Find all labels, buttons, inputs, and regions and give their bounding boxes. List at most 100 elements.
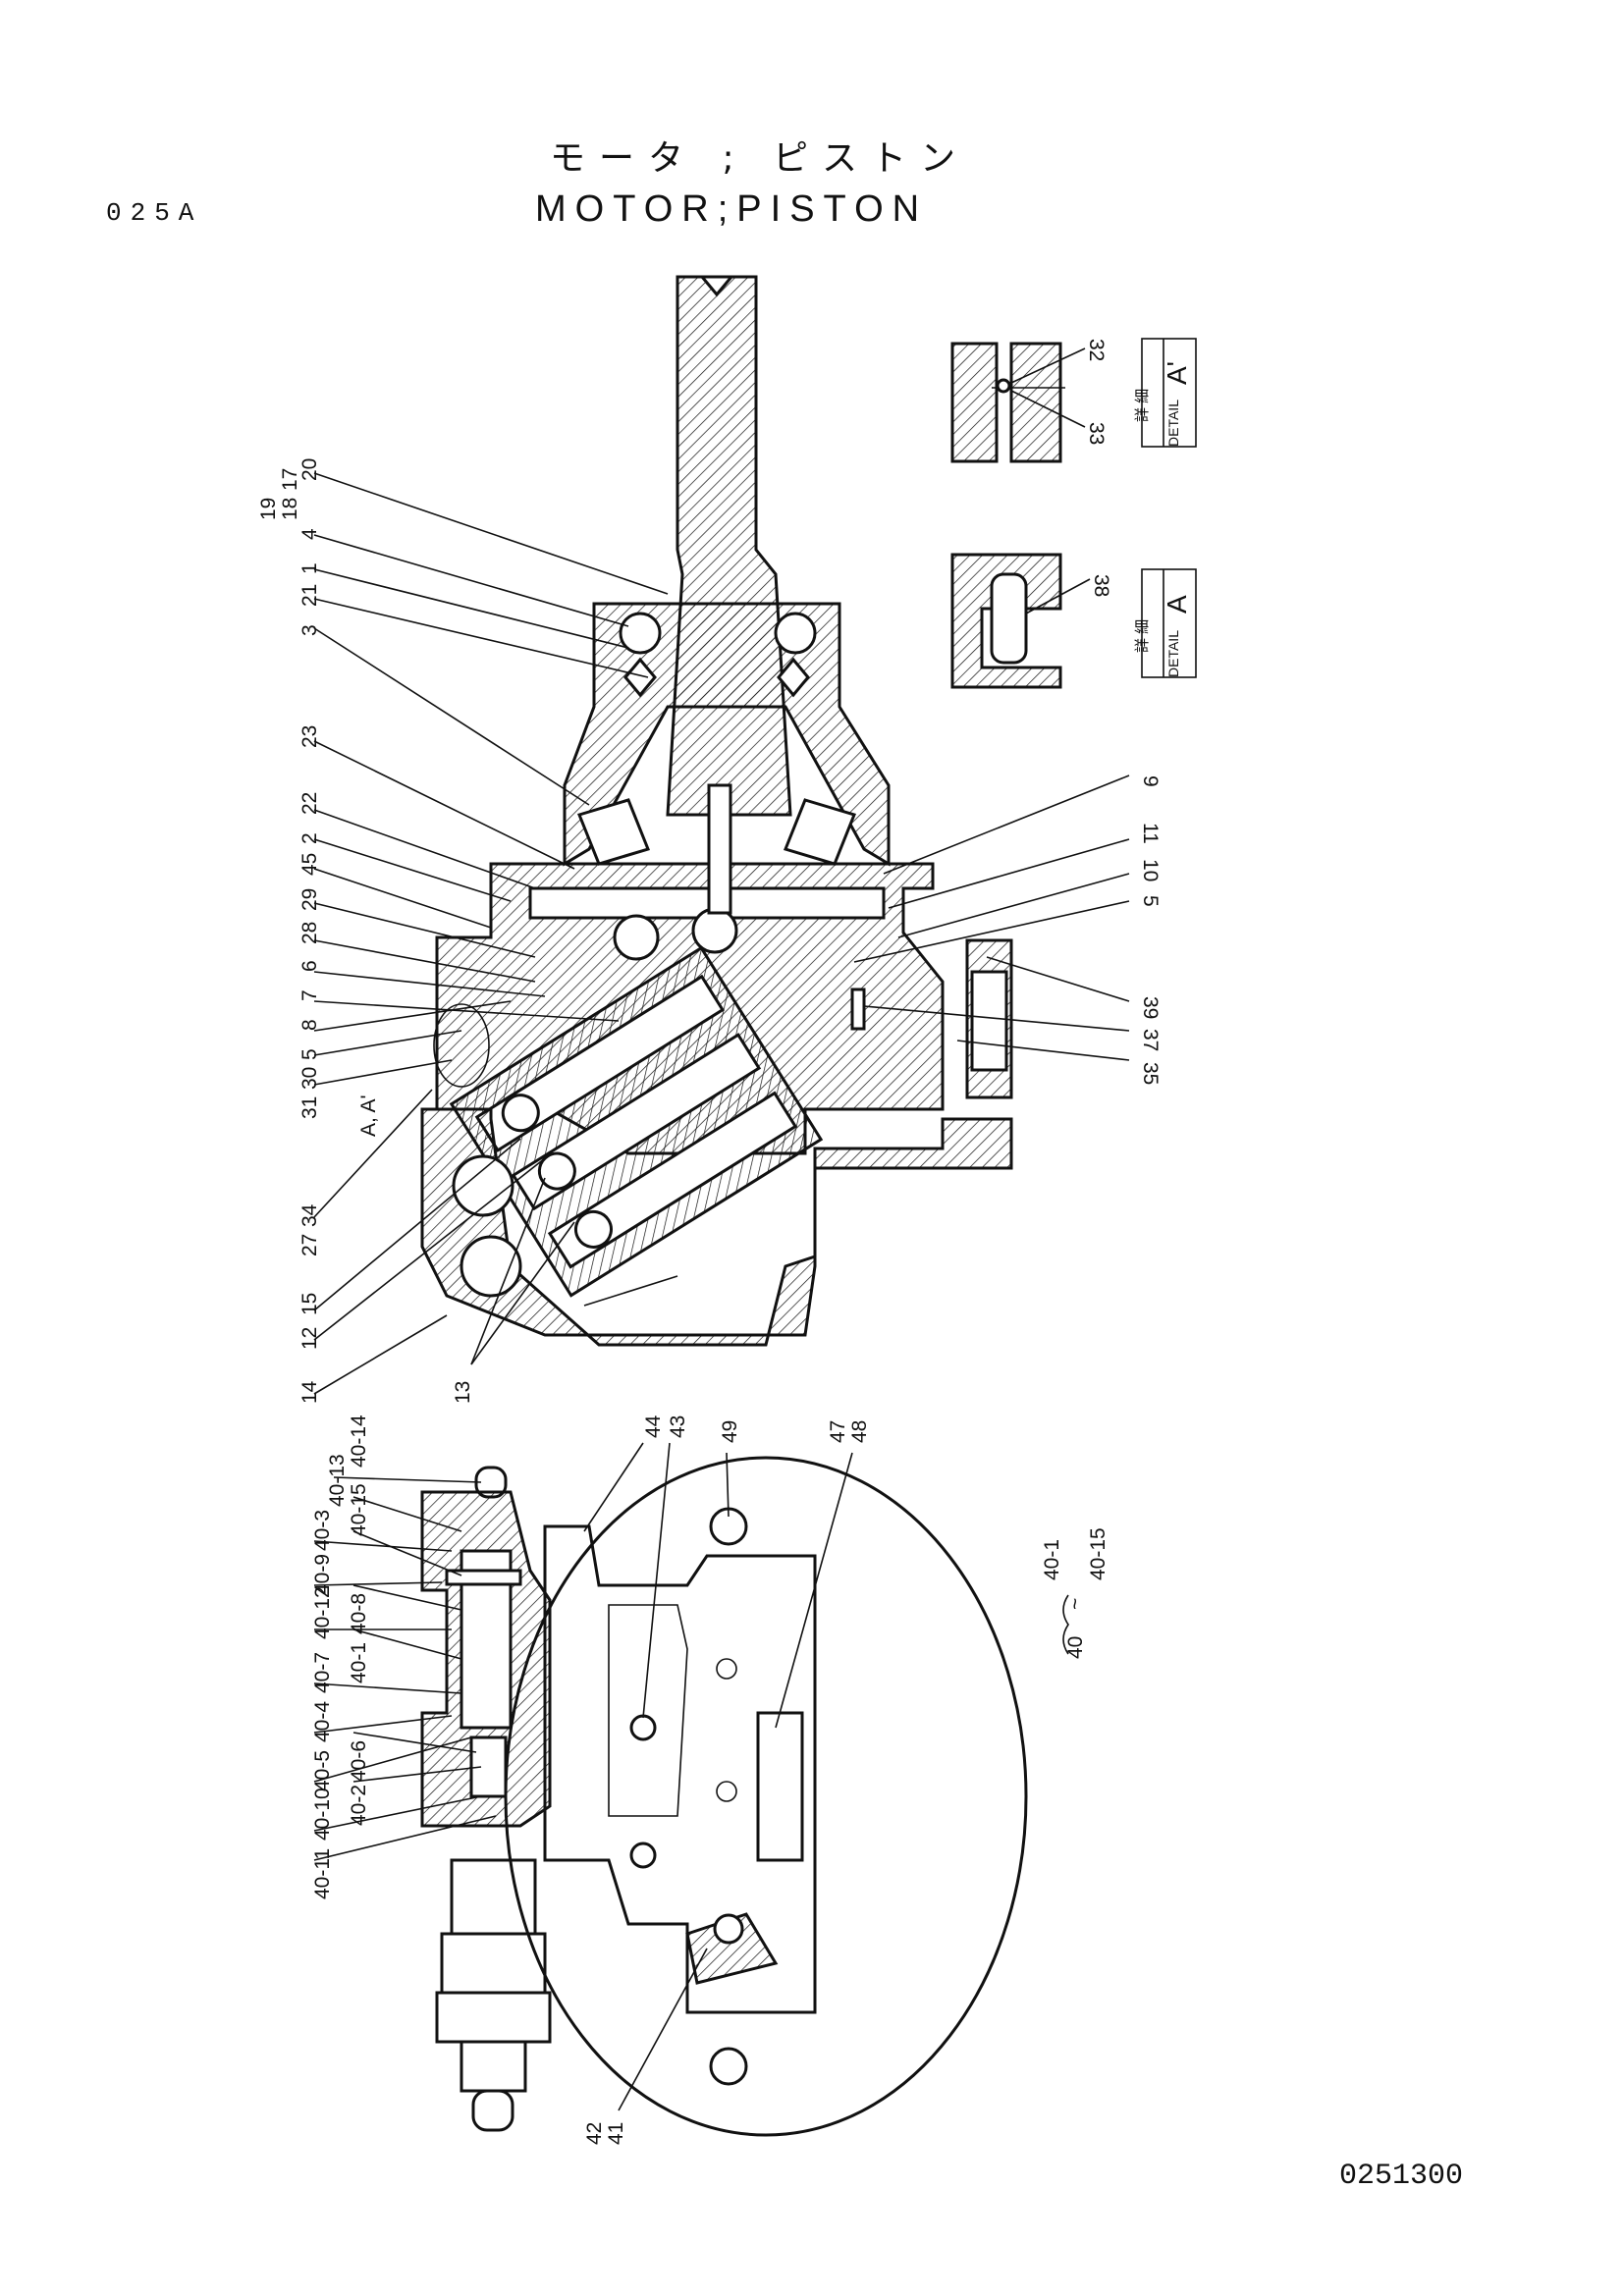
valve-callouts: 40-14 40-13 40-15 40-3 40-9 40-8 40-12 4… xyxy=(311,1415,871,2145)
callout: 27 xyxy=(298,1234,321,1256)
roller-bearing-right xyxy=(777,657,810,698)
callout: 31 xyxy=(298,1096,321,1119)
main-left-leaders xyxy=(313,472,669,1395)
callout: 41 xyxy=(605,2122,627,2145)
callout: 18 xyxy=(279,498,301,520)
detail-label-jp: 詳 細 xyxy=(1134,619,1151,653)
bolt-bottom xyxy=(709,2047,748,2086)
callout: 40-14 xyxy=(348,1415,370,1468)
valve-plate-casing xyxy=(420,1107,1013,1347)
end-cover-outline xyxy=(504,1456,1028,2137)
drain-line xyxy=(583,1275,678,1307)
callout: 40-6 xyxy=(348,1740,370,1782)
drawing-number: 0251300 xyxy=(1339,2160,1464,2193)
detail-mark: A xyxy=(1162,595,1192,614)
callout: 40-8 xyxy=(348,1593,370,1634)
callout: 19 xyxy=(257,498,280,520)
callout: 44 xyxy=(642,1415,665,1438)
detail-a: 38 詳 細 DETAIL A xyxy=(950,553,1197,689)
callout: 21 xyxy=(298,584,321,607)
callout: 49 xyxy=(719,1420,741,1443)
callout: 11 xyxy=(1139,823,1162,844)
callout: 35 xyxy=(1139,1062,1162,1085)
callout: 47 xyxy=(827,1420,849,1443)
output-shaft xyxy=(666,275,792,817)
roller-bearing-left xyxy=(623,657,657,698)
callout: 4 xyxy=(298,528,321,540)
callout: 39 xyxy=(1139,996,1162,1019)
group-number: 40 xyxy=(1064,1636,1087,1659)
callout: 40-11 xyxy=(311,1848,334,1899)
callout: 15 xyxy=(298,1293,321,1315)
port-upper xyxy=(452,1154,514,1217)
center-pin xyxy=(707,783,732,915)
dowel-pin xyxy=(850,988,866,1031)
callout: 38 xyxy=(1090,574,1112,597)
valve-leaders xyxy=(313,1442,853,2111)
callout: 1 xyxy=(298,562,321,574)
callout: 9 xyxy=(1139,775,1162,787)
detail-circle-a xyxy=(433,1003,490,1088)
callout: 30 xyxy=(298,1067,321,1090)
callout: 5 xyxy=(1139,895,1162,907)
callout: 40-15 xyxy=(348,1483,370,1536)
callout: 5 xyxy=(298,1048,321,1060)
callout: 14 xyxy=(298,1380,321,1404)
callout: 48 xyxy=(848,1420,871,1443)
detail-a-prime: 32 33 詳 細 DETAIL A' xyxy=(950,338,1197,463)
plug-core xyxy=(970,970,1008,1072)
callout: 40-12 xyxy=(311,1586,334,1639)
ball-joint-right xyxy=(691,907,738,954)
fitting-body xyxy=(450,1858,537,1936)
page-code: 025A xyxy=(106,198,203,228)
callout: 40-5 xyxy=(311,1750,334,1791)
callout: 8 xyxy=(298,1019,321,1031)
callout: 42 xyxy=(583,2122,606,2145)
group-bracket-40: 40 40-1 40-15 ~ xyxy=(1041,1527,1109,1659)
detail-label-jp: 詳 細 xyxy=(1134,389,1151,422)
group-from: 40-1 xyxy=(1041,1539,1063,1580)
callout: 40-13 xyxy=(326,1454,349,1507)
cylinder-cavity xyxy=(528,886,886,920)
callout: 23 xyxy=(298,725,321,748)
callout: 43 xyxy=(667,1415,689,1438)
callout: 45 xyxy=(298,853,321,876)
callout: 40-9 xyxy=(311,1554,334,1595)
title-japanese: モータ ; ピストン xyxy=(550,138,970,179)
detail-label-en: DETAIL xyxy=(1165,400,1181,447)
callout: 33 xyxy=(1085,422,1108,445)
range-tilde: ~ xyxy=(1064,1598,1087,1610)
taper-bearing-left xyxy=(576,798,651,866)
callout: 40-7 xyxy=(311,1652,334,1693)
callout: 12 xyxy=(298,1327,321,1350)
main-left-callouts: 19 18 17 20 4 1 21 3 23 22 2 45 29 28 6 … xyxy=(257,458,474,1404)
callout: 37 xyxy=(1139,1029,1162,1051)
group-to: 40-15 xyxy=(1087,1527,1109,1580)
callout: 13 xyxy=(452,1381,474,1404)
shaft-center-mark xyxy=(698,275,735,297)
callout: 7 xyxy=(298,989,321,1001)
section-mark-a: A, A' xyxy=(357,1095,380,1137)
callout: 40-2 xyxy=(348,1785,370,1826)
detail-label-en: DETAIL xyxy=(1165,630,1181,677)
motor-section-view xyxy=(420,275,1013,1347)
callout: 22 xyxy=(298,792,321,815)
callout: 34 xyxy=(298,1203,321,1227)
callout: 2 xyxy=(298,832,321,844)
port-hole-b xyxy=(629,1842,657,1869)
callout: 10 xyxy=(1139,859,1162,881)
callout: 40-4 xyxy=(311,1701,334,1742)
port-lower xyxy=(460,1235,522,1298)
cylinder-block xyxy=(449,945,824,1298)
callout: 40-3 xyxy=(311,1510,334,1551)
ball-joint-left xyxy=(613,914,660,961)
port-hole-a xyxy=(629,1714,657,1741)
end-cover-view xyxy=(420,1456,1028,2137)
callout: 29 xyxy=(298,888,321,911)
callout: 20 xyxy=(298,458,321,481)
callout: 32 xyxy=(1085,339,1108,361)
detail-mark: A' xyxy=(1162,361,1192,385)
callout: 28 xyxy=(298,922,321,944)
ball-bearing-right xyxy=(774,612,817,655)
